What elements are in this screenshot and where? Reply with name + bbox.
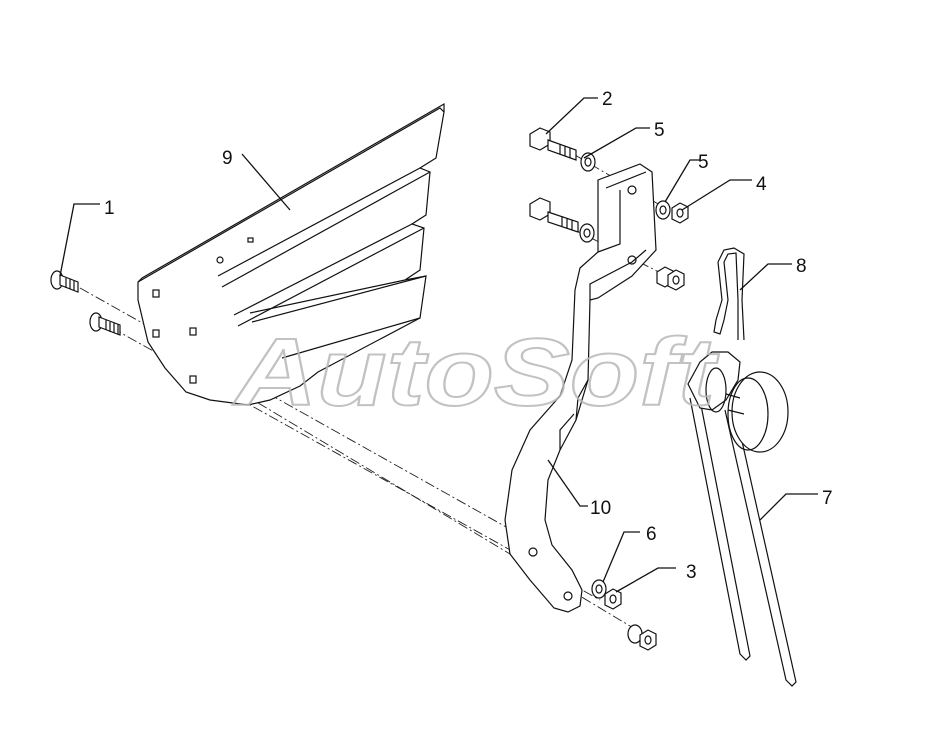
nut-lower bbox=[604, 588, 622, 610]
callout-5a: 5 bbox=[654, 120, 665, 141]
callout-8: 8 bbox=[796, 256, 807, 277]
callout-2: 2 bbox=[602, 89, 613, 110]
callout-labels: 1 2 3 4 5 5 6 7 8 9 10 bbox=[104, 89, 833, 583]
carriage-bolt-upper bbox=[50, 270, 79, 293]
mounting-bracket bbox=[504, 163, 657, 613]
washer-upper-right bbox=[655, 200, 671, 220]
callout-3: 3 bbox=[686, 562, 697, 583]
callout-10: 10 bbox=[590, 498, 611, 519]
callout-1: 1 bbox=[104, 198, 115, 219]
nut-upper bbox=[671, 202, 689, 224]
nut-bottom bbox=[627, 624, 657, 651]
callout-6: 6 bbox=[646, 524, 657, 545]
hex-bolt-upper bbox=[529, 127, 577, 161]
watermark-text: AutoSoft bbox=[233, 319, 720, 426]
callout-4: 4 bbox=[756, 174, 767, 195]
shield-plate bbox=[137, 102, 445, 406]
callout-9: 9 bbox=[222, 148, 233, 169]
carriage-bolt-lower bbox=[89, 312, 121, 336]
leader-lines bbox=[59, 97, 818, 593]
washer-lower bbox=[591, 579, 607, 599]
hex-bolt-lower bbox=[529, 197, 579, 233]
washer-lower-left bbox=[579, 223, 595, 243]
callout-7: 7 bbox=[822, 488, 833, 509]
spring-clip bbox=[713, 247, 745, 341]
lever-handle bbox=[687, 351, 797, 687]
callout-5b: 5 bbox=[698, 152, 709, 173]
nut-middle bbox=[656, 266, 685, 291]
